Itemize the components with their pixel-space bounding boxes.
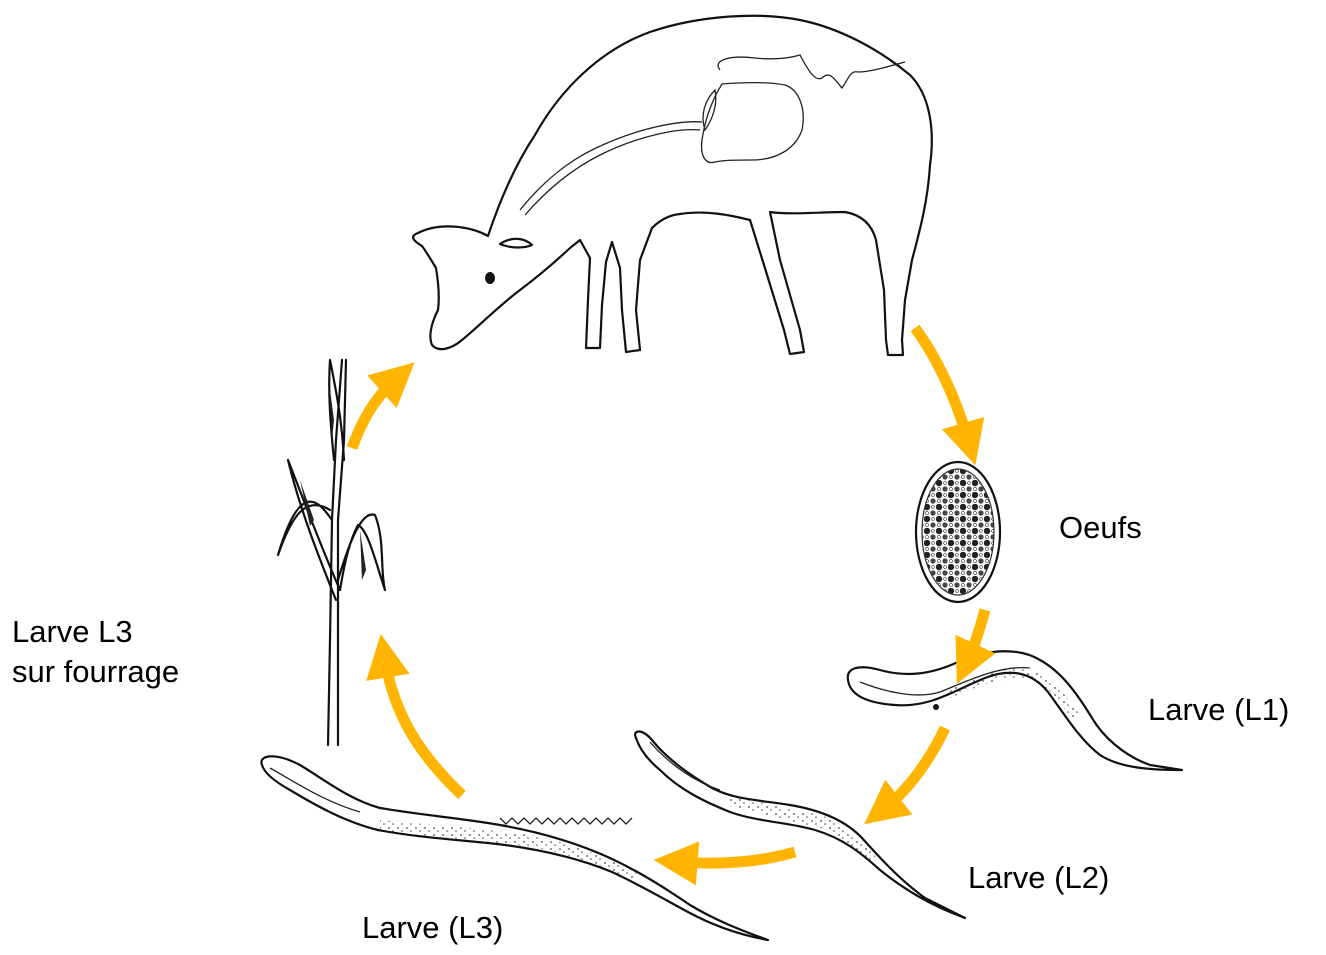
- larva-l1-label: Larve (L1): [1148, 690, 1289, 730]
- egg-illustration: [916, 462, 1000, 602]
- arrow-l1-to-l2: [885, 728, 945, 808]
- larva-l3-illustration: [261, 756, 768, 940]
- cycle-arrows: [352, 328, 985, 863]
- larva-l3-label: Larve (L3): [362, 908, 503, 948]
- arrow-eggs-to-l1: [968, 610, 985, 660]
- larva-l2-label: Larve (L2): [968, 858, 1109, 898]
- arrow-forage-to-sheep: [352, 380, 395, 448]
- eggs-label: Oeufs: [1059, 508, 1142, 548]
- larva-l3-forage-label: Larve L3 sur fourrage: [12, 612, 179, 692]
- sheep-illustration: [413, 16, 932, 355]
- arrow-l2-to-l3: [680, 852, 795, 863]
- arrow-l3-to-forage: [385, 660, 462, 795]
- larva-l1-illustration: [848, 651, 1182, 770]
- larva-l3-forage-label-line2: sur fourrage: [12, 652, 179, 692]
- arrow-sheep-to-eggs: [915, 328, 968, 440]
- larva-l3-forage-label-line1: Larve L3: [12, 612, 179, 652]
- larva-l2-illustration: [635, 732, 965, 919]
